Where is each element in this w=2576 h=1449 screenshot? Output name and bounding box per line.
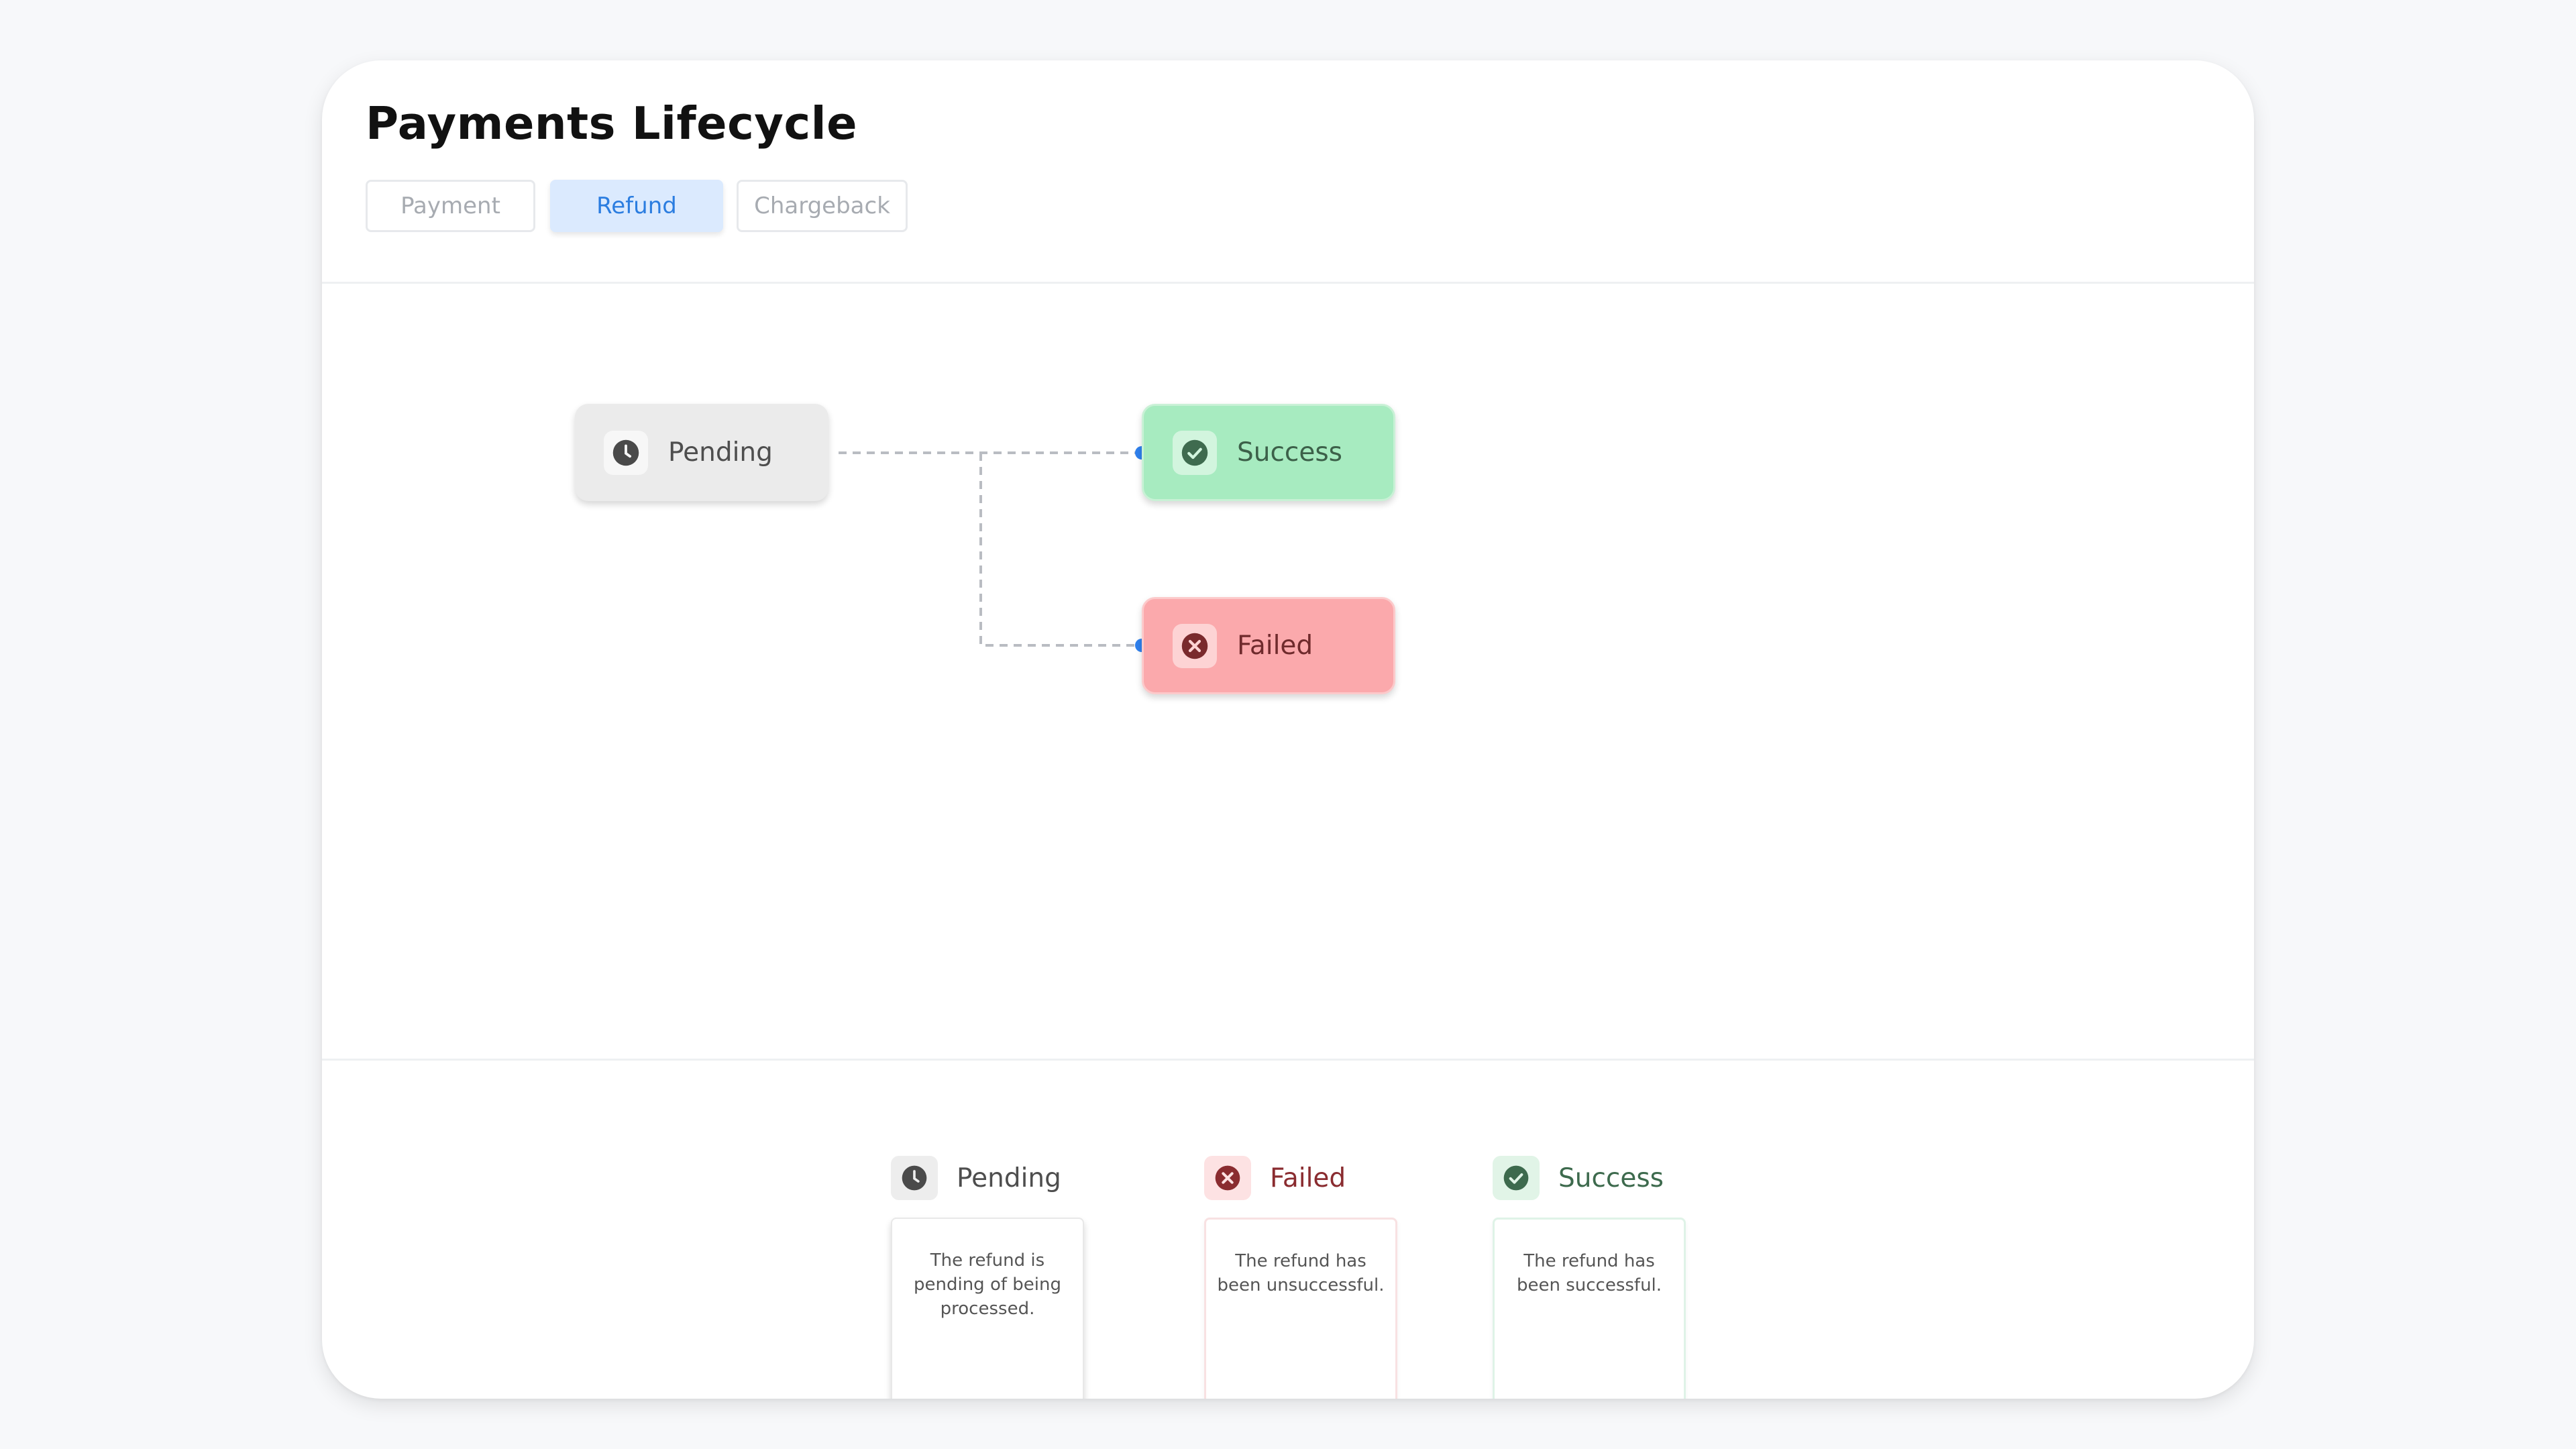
node-success[interactable]: Success (1142, 404, 1395, 501)
legend-pending-header: Pending (891, 1156, 1061, 1200)
legend-pending-description: The refund is pending of being processed… (891, 1218, 1084, 1399)
edge-pending-failed (979, 453, 1140, 647)
header-divider (322, 282, 2254, 284)
x-circle-icon (1204, 1156, 1251, 1200)
node-pending-label: Pending (668, 437, 773, 468)
legend-success-header: Success (1493, 1156, 1664, 1200)
tab-payment[interactable]: Payment (366, 180, 535, 232)
clock-icon (604, 430, 648, 475)
clock-icon (891, 1156, 938, 1200)
tab-refund[interactable]: Refund (550, 180, 723, 232)
check-circle-icon (1493, 1156, 1540, 1200)
legend-failed-label: Failed (1270, 1163, 1346, 1193)
legend-failed-description: The refund has been unsuccessful. (1204, 1218, 1397, 1399)
tab-chargeback[interactable]: Chargeback (737, 180, 908, 232)
x-circle-icon (1173, 623, 1217, 668)
page-title: Payments Lifecycle (366, 97, 858, 150)
legend-failed-header: Failed (1204, 1156, 1346, 1200)
check-circle-icon (1173, 430, 1217, 475)
lifecycle-card: Payments Lifecycle Payment Refund Charge… (322, 60, 2254, 1399)
node-failed-label: Failed (1237, 631, 1313, 661)
node-pending[interactable]: Pending (575, 404, 828, 501)
legend-success-label: Success (1558, 1163, 1664, 1193)
legend-pending-label: Pending (957, 1163, 1061, 1193)
node-failed[interactable]: Failed (1142, 597, 1395, 694)
legend-success-description: The refund has been successful. (1493, 1218, 1686, 1399)
legend-divider (322, 1059, 2254, 1061)
node-success-label: Success (1237, 437, 1342, 468)
